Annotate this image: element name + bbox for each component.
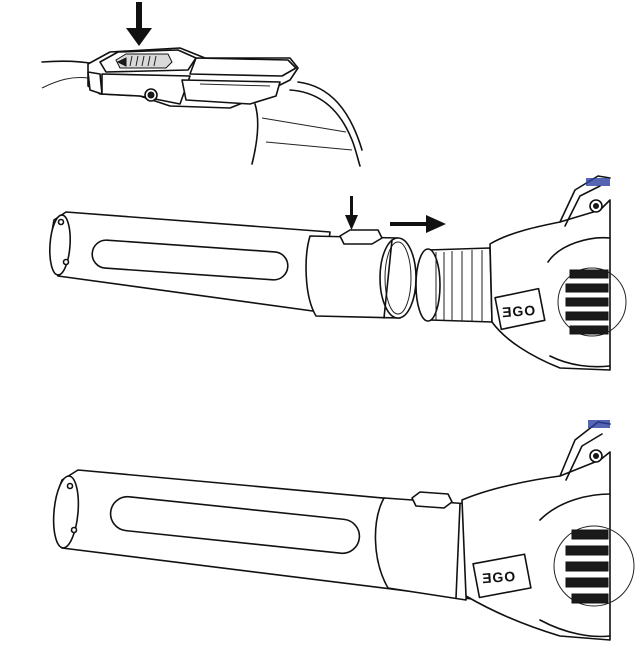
step-1-latch-closeup xyxy=(41,2,363,167)
pull-right-arrow-icon xyxy=(390,215,446,233)
latch-tab xyxy=(339,229,383,245)
press-down-arrow-icon xyxy=(126,2,152,46)
grip-icon xyxy=(129,55,157,67)
small-press-arrow-icon xyxy=(345,196,358,230)
brand-logo: ƎGO xyxy=(502,302,537,320)
fan-grille-assembled xyxy=(553,525,635,607)
step-2-remove-tube: ƎGO xyxy=(49,175,627,371)
brand-logo-assembled: ƎGO xyxy=(482,568,517,586)
step-3-assembled: ƎGO xyxy=(52,420,635,641)
fan-grille xyxy=(557,267,627,337)
tube-slot xyxy=(91,239,289,281)
